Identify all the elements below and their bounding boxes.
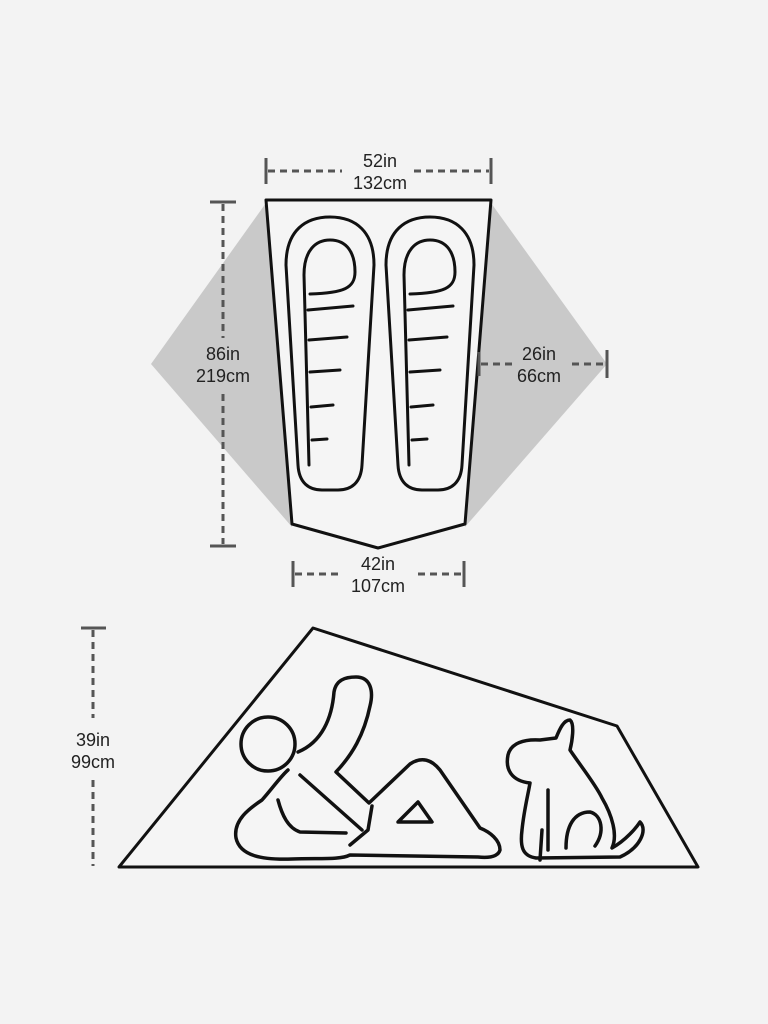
width-foot-label: 42in 107cm bbox=[328, 553, 428, 597]
length-dimension-line bbox=[210, 200, 236, 548]
person-figure bbox=[234, 675, 502, 861]
vestibule-depth-label: 26in 66cm bbox=[489, 343, 589, 387]
width-head-dimension-line bbox=[264, 158, 493, 184]
tent-floor-outline bbox=[264, 198, 493, 550]
left-vestibule bbox=[151, 203, 292, 527]
vestibule-depth-imperial: 26in bbox=[521, 344, 557, 364]
right-vestibule bbox=[465, 203, 607, 527]
peak-height-metric: 99cm bbox=[70, 752, 115, 772]
width-head-label: 52in 132cm bbox=[330, 150, 430, 194]
width-foot-metric: 107cm bbox=[350, 576, 406, 596]
length-metric: 219cm bbox=[195, 366, 251, 386]
sleeping-bag-left bbox=[284, 215, 376, 492]
height-dimension-line bbox=[81, 626, 106, 866]
width-foot-imperial: 42in bbox=[360, 554, 396, 574]
width-foot-dimension-line bbox=[291, 561, 466, 587]
width-head-metric: 132cm bbox=[352, 173, 408, 193]
peak-height-imperial: 39in bbox=[75, 730, 111, 750]
length-imperial: 86in bbox=[205, 344, 241, 364]
length-label: 86in 219cm bbox=[173, 343, 273, 387]
vestibule-depth-metric: 66cm bbox=[516, 366, 561, 386]
vestibule-dimension-line bbox=[477, 350, 609, 378]
sleeping-bag-right bbox=[384, 215, 476, 492]
width-head-imperial: 52in bbox=[362, 151, 398, 171]
tent-side-profile bbox=[117, 626, 700, 869]
peak-height-label: 39in 99cm bbox=[43, 729, 143, 773]
dog-figure bbox=[505, 718, 645, 862]
